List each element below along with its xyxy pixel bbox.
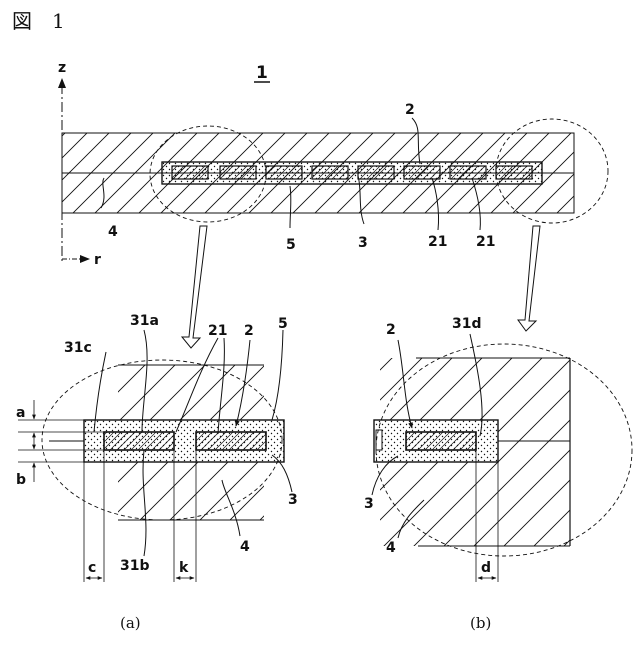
- detail-b-outside: [571, 358, 640, 546]
- leader-5-a: [272, 330, 283, 420]
- label-21b: 21: [476, 234, 495, 250]
- magnify-arrow-a-icon: [182, 226, 207, 348]
- figure-title: 図 1: [12, 9, 65, 33]
- caption-b: (b): [470, 614, 491, 632]
- label-2: 2: [405, 102, 415, 118]
- element-21: [172, 166, 208, 179]
- detail-a: a b c k 31c 31a 21 2 5 3 4 31b (a): [16, 313, 298, 632]
- r-axis-label: r: [94, 252, 101, 268]
- label-d: d: [481, 560, 491, 576]
- label-21: 21: [208, 323, 227, 339]
- element-21: [404, 166, 440, 179]
- label-2-b: 2: [386, 322, 396, 338]
- label-31a: 31a: [130, 313, 159, 329]
- label-c: c: [88, 560, 96, 576]
- label-4-b: 4: [386, 540, 396, 556]
- label-5-a: 5: [278, 316, 288, 332]
- element-21: [312, 166, 348, 179]
- label-21a: 21: [428, 234, 447, 250]
- label-4: 4: [108, 224, 118, 240]
- r-axis-arrow-icon: [80, 255, 90, 263]
- label-3-a: 3: [288, 492, 298, 508]
- label-3: 3: [358, 235, 368, 251]
- label-k: k: [179, 560, 189, 576]
- element-21: [358, 166, 394, 179]
- label-5: 5: [286, 237, 296, 253]
- detail-a-element-1: [104, 432, 174, 450]
- caption-a: (a): [120, 614, 141, 632]
- label-31d: 31d: [452, 316, 482, 332]
- element-21: [266, 166, 302, 179]
- label-b: b: [16, 472, 26, 488]
- label-2-a: 2: [244, 323, 254, 339]
- label-a: a: [16, 405, 25, 421]
- assembly-label: 1: [256, 63, 268, 83]
- element-21: [220, 166, 256, 179]
- z-axis-arrow-icon: [58, 78, 66, 88]
- main-view: z r 1 2 4: [58, 60, 608, 268]
- label-31b: 31b: [120, 558, 150, 574]
- detail-a-element-2: [196, 432, 266, 450]
- detail-b: d 2 31d 3 4 (b): [364, 316, 640, 632]
- z-axis-label: z: [58, 60, 66, 76]
- detail-b-element: [406, 432, 476, 450]
- label-3-b: 3: [364, 496, 374, 512]
- label-4-a: 4: [240, 539, 250, 555]
- element-21: [450, 166, 486, 179]
- label-31c: 31c: [64, 340, 92, 356]
- magnify-arrow-b-icon: [518, 226, 540, 331]
- element-21: [496, 166, 532, 179]
